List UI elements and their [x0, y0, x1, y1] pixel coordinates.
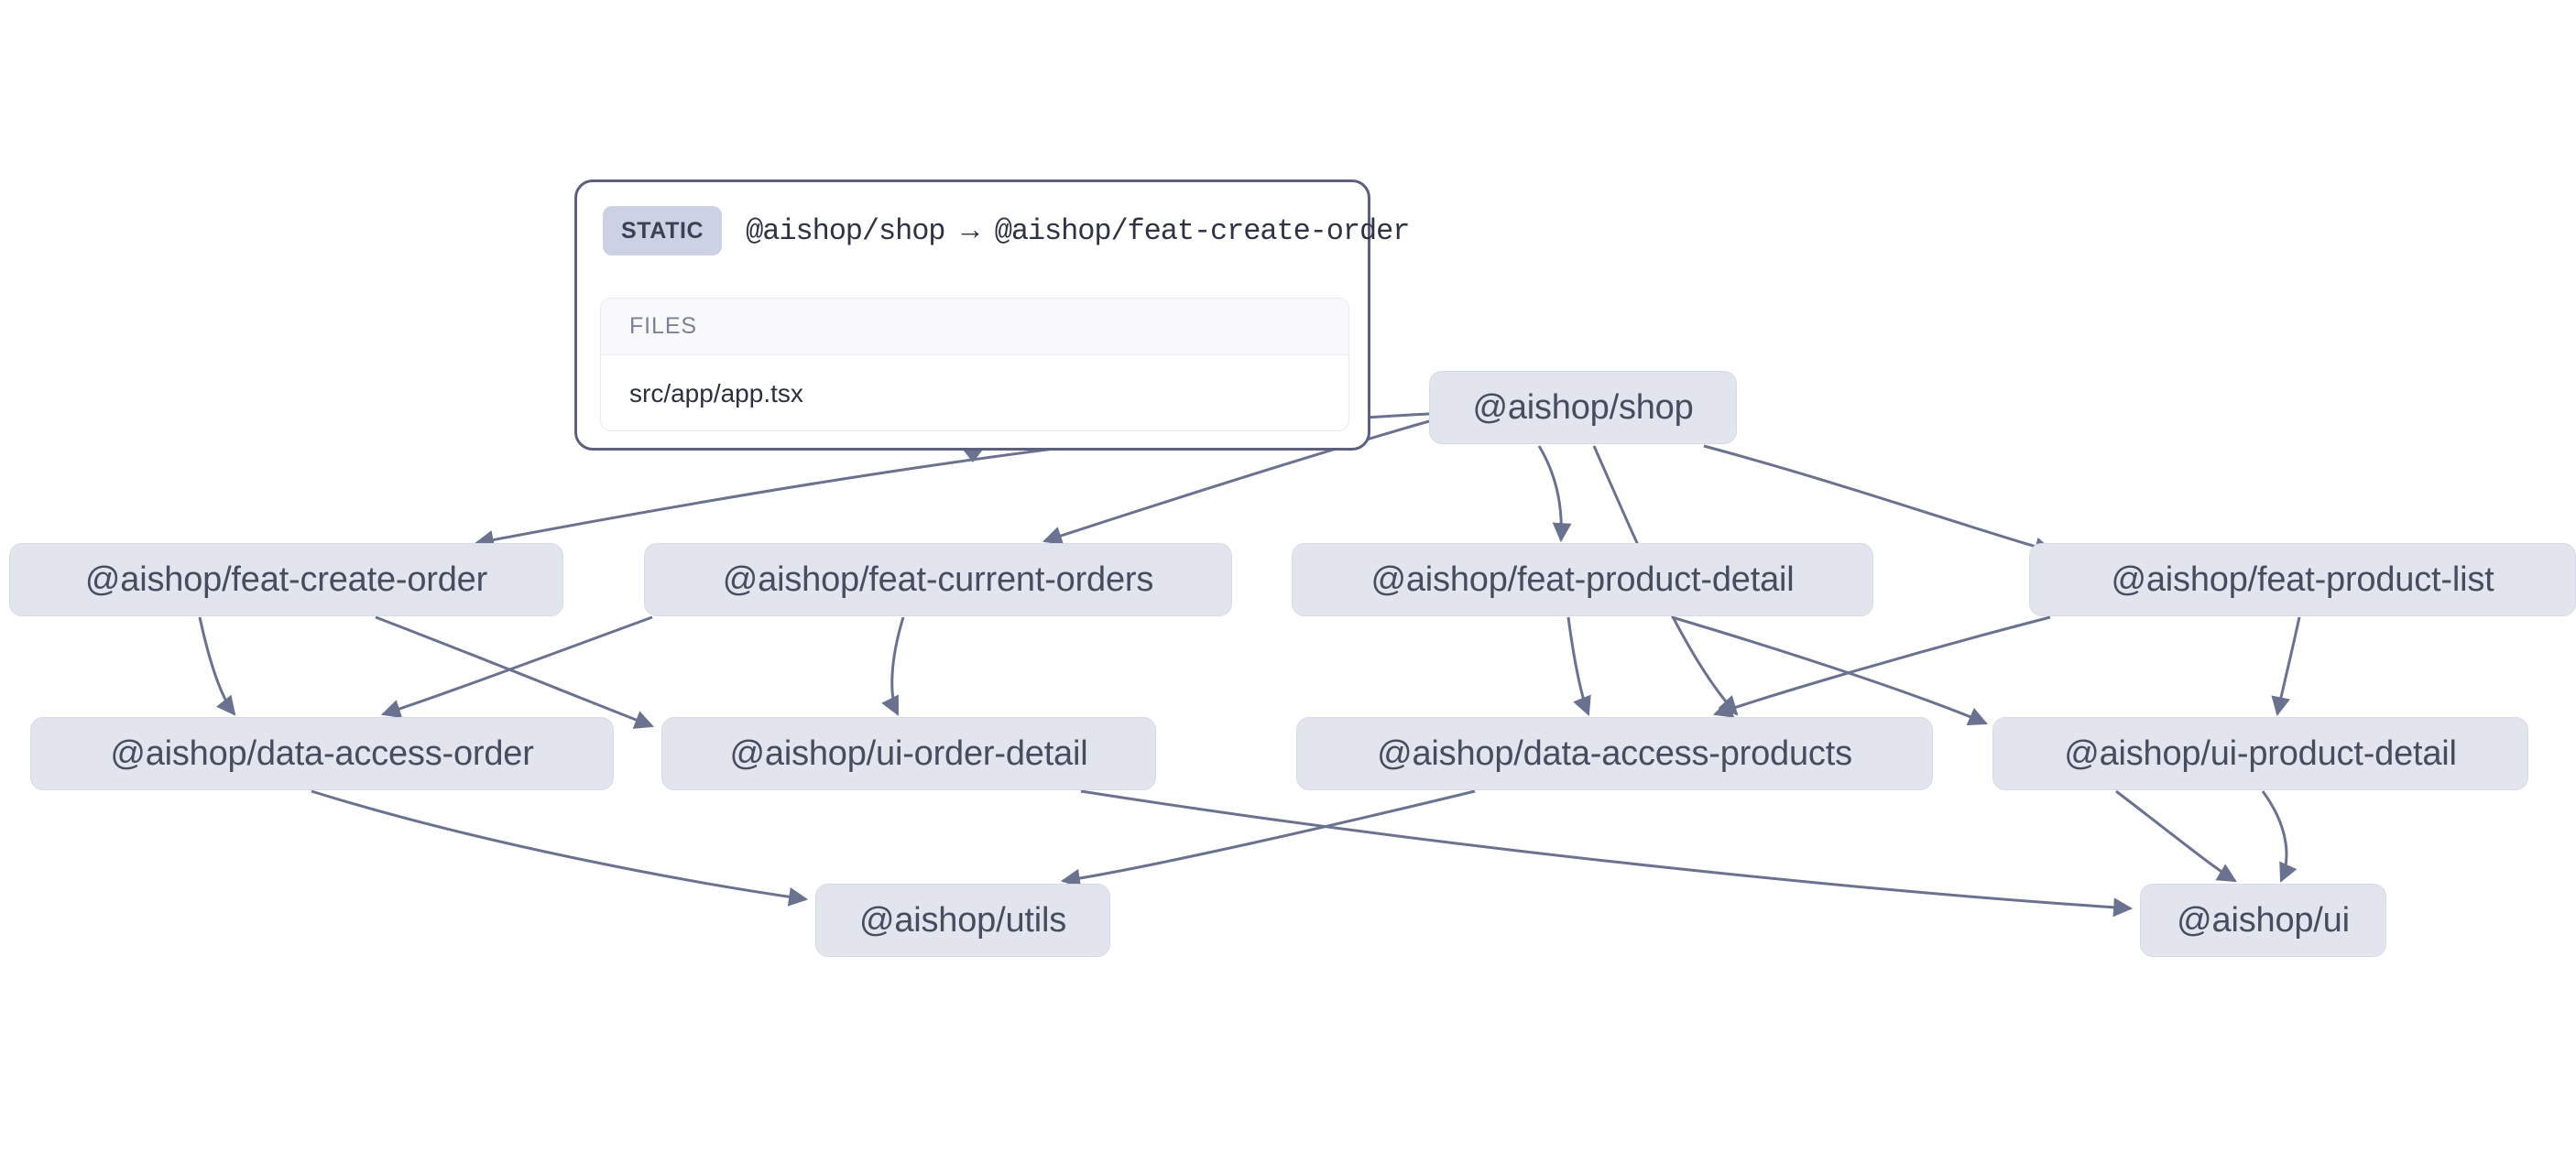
node-ui[interactable]: @aishop/ui — [2140, 884, 2386, 957]
edge-feat-product-detail-ui-product-detail — [1671, 615, 1988, 726]
file-list-item[interactable]: src/app/app.tsx — [601, 355, 1348, 430]
files-panel: FILES src/app/app.tsx — [600, 298, 1349, 431]
node-data-access-order[interactable]: @aishop/data-access-order — [30, 717, 614, 790]
edge-ui-order-detail-ui — [1080, 789, 2134, 918]
node-label: @aishop/ui — [2177, 900, 2350, 940]
edge-feat-product-list-data-access-products — [1713, 615, 2051, 718]
edge-feat-product-detail-data-access-products — [1566, 616, 1591, 716]
node-label: @aishop/feat-product-list — [2111, 560, 2494, 599]
edge-feat-current-orders-ui-order-detail — [881, 616, 905, 716]
node-label: @aishop/ui-order-detail — [729, 734, 1088, 773]
edge-ui-product-detail-ui-alt — [2261, 790, 2298, 883]
card-header: STATIC @aishop/shop → @aishop/feat‑creat… — [577, 182, 1410, 255]
node-data-access-products[interactable]: @aishop/data-access-products — [1296, 717, 1933, 790]
edge-shop-feat-product-detail — [1537, 445, 1572, 543]
node-feat-product-list[interactable]: @aishop/feat-product-list — [2029, 543, 2576, 616]
node-label: @aishop/feat-current-orders — [722, 560, 1154, 599]
node-label: @aishop/feat-create-order — [84, 560, 488, 599]
edge-feat-product-list-ui-product-detail — [2271, 616, 2301, 717]
node-label: @aishop/utils — [858, 900, 1067, 940]
node-ui-product-detail[interactable]: @aishop/ui-product-detail — [1992, 717, 2528, 790]
edge-ui-product-detail-ui — [2115, 789, 2237, 883]
node-label: @aishop/shop — [1472, 387, 1694, 427]
edge-data-access-order-utils — [311, 789, 809, 907]
node-feat-current-orders[interactable]: @aishop/feat-current-orders — [644, 543, 1232, 616]
edge-data-access-products-utils — [1060, 789, 1476, 888]
node-label: @aishop/feat-product-detail — [1370, 560, 1795, 599]
file-path: src/app/app.tsx — [629, 378, 803, 408]
edge-feat-create-order-ui-order-detail — [375, 615, 654, 729]
node-ui-order-detail[interactable]: @aishop/ui-order-detail — [661, 717, 1156, 790]
edge-feat-current-orders-data-access-order — [381, 615, 653, 719]
node-shop[interactable]: @aishop/shop — [1429, 371, 1737, 444]
edge-detail-card[interactable]: STATIC @aishop/shop → @aishop/feat‑creat… — [574, 179, 1410, 451]
files-section-header: FILES — [601, 299, 1348, 355]
status-badge: STATIC — [603, 206, 723, 255]
node-label: @aishop/data-access-products — [1377, 734, 1852, 773]
edge-shop-feat-product-list — [1703, 444, 2055, 557]
node-label: @aishop/ui-product-detail — [2064, 734, 2457, 773]
node-feat-product-detail[interactable]: @aishop/feat-product-detail — [1292, 543, 1873, 616]
node-label: @aishop/data-access-order — [110, 734, 534, 773]
node-feat-create-order[interactable]: @aishop/feat-create-order — [9, 543, 563, 616]
edge-title: @aishop/shop → @aishop/feat‑create‑order — [746, 213, 1410, 248]
edge-feat-create-order-data-access-order — [198, 616, 236, 716]
node-utils[interactable]: @aishop/utils — [815, 884, 1110, 957]
